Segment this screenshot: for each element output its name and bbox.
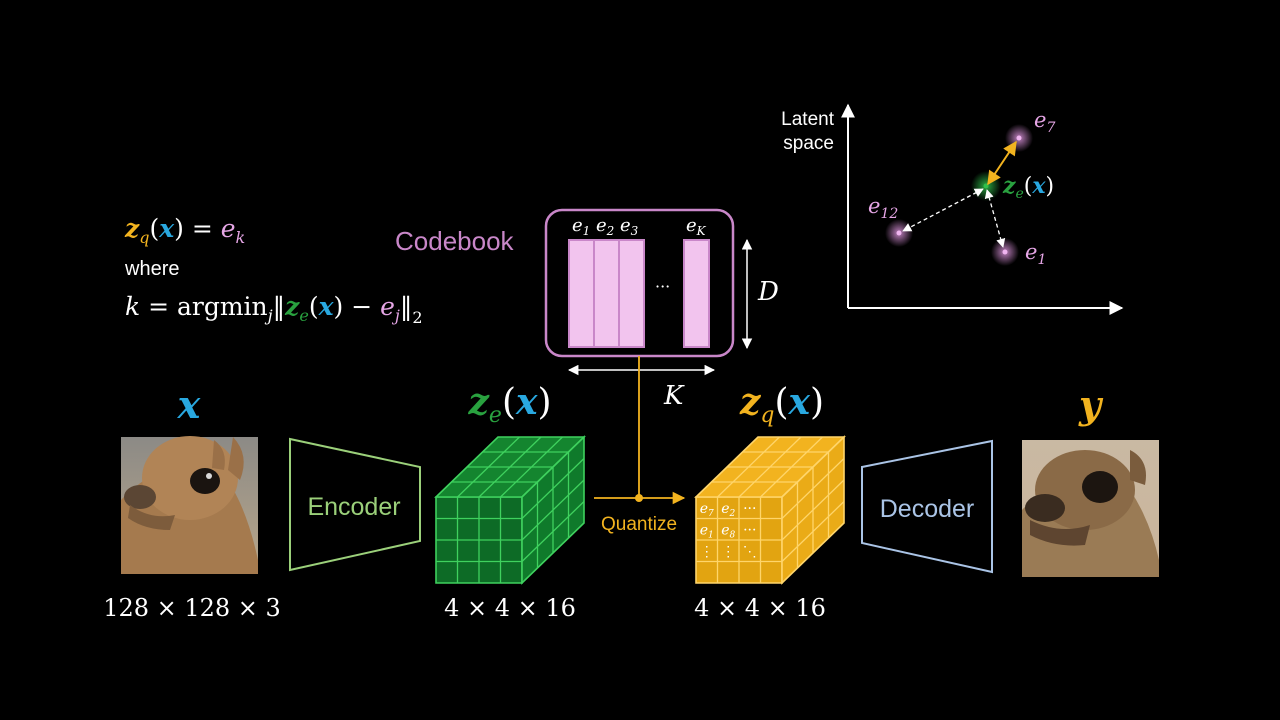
zq-grid-cell-labels: e7 e2 ··· e1 e8 ··· ⋮ ⋮ ⋱ xyxy=(700,501,757,560)
encoder: Encoder xyxy=(289,437,421,572)
codebook-vector-label: e2 xyxy=(596,215,614,238)
zq-cell-label: ··· xyxy=(743,522,756,538)
zq-cube-grid-line xyxy=(781,479,845,541)
ze-label: ze(x) xyxy=(467,381,551,428)
latent-label-e1: e1 xyxy=(1025,240,1046,268)
zq-cell-label: e2 xyxy=(721,501,735,519)
input-image-block: x 128 × 128 × 3 xyxy=(103,382,281,622)
codebook-ellipsis: ··· xyxy=(655,277,670,296)
zq-cell-label: e8 xyxy=(721,522,735,540)
latent-point-e7 xyxy=(1016,135,1022,141)
codebook-vector-e1 xyxy=(568,239,595,348)
latent-distance-arrow-e12 xyxy=(902,188,984,232)
output-image xyxy=(1022,440,1159,577)
decoder: Decoder xyxy=(861,439,993,574)
quantize-label: Quantize xyxy=(601,514,677,535)
input-image xyxy=(121,436,258,574)
quantization-formula: zq(x) = ek where k = argminj‖ze(x) − ej‖… xyxy=(124,214,423,327)
input-label: x xyxy=(177,382,202,427)
latent-label-e7: e7 xyxy=(1034,108,1055,136)
codebook: Codebook e1 e2 e3 eK ··· D K xyxy=(395,208,779,411)
codebook-vector-e3 xyxy=(618,239,645,348)
zq-cube-grid-line xyxy=(760,436,823,498)
latent-label-e12: e12 xyxy=(868,194,898,222)
decoder-trapezoid xyxy=(861,439,993,574)
ze-tensor-cube xyxy=(434,435,586,585)
codebook-vector-label: e3 xyxy=(620,215,639,238)
latent-axis-label-line2: space xyxy=(783,133,834,154)
input-dims: 128 × 128 × 3 xyxy=(103,594,281,622)
ze-cube-grid-line xyxy=(521,479,585,541)
encoder-label: Encoder xyxy=(307,493,400,521)
formula-line-1: zq(x) = ek xyxy=(124,214,245,247)
codebook-vector-label: e1 xyxy=(572,215,590,238)
ze-dims: 4 × 4 × 16 xyxy=(444,594,576,622)
formula-where: where xyxy=(124,258,179,280)
output-image-block: y xyxy=(1022,382,1159,577)
zq-tensor-cube xyxy=(694,435,846,585)
zq-dims: 4 × 4 × 16 xyxy=(694,594,826,622)
latent-point-e12 xyxy=(896,230,902,236)
zq-cell-label: e1 xyxy=(700,522,714,540)
codebook-vector-label: eK xyxy=(686,215,707,238)
zq-tensor-block: zq(x) e7 e2 ··· e1 e8 ··· ⋮ ⋮ ⋱ 4 × 4 × 16 xyxy=(694,381,846,622)
zq-cell-label: ⋮ xyxy=(700,544,714,560)
latent-distance-arrow-e1 xyxy=(984,189,1006,248)
zq-cube-grid-line xyxy=(781,501,845,562)
zq-cell-label: e7 xyxy=(700,501,714,519)
zq-cell-label: ⋮ xyxy=(721,544,735,560)
zq-cell-label: ⋱ xyxy=(743,544,757,560)
codebook-vector-eK xyxy=(683,239,710,348)
latent-label-ze: ze(x) xyxy=(1002,173,1054,202)
quantize-connector: Quantize xyxy=(594,356,686,535)
latent-point-ze xyxy=(983,183,989,189)
latent-axis-label-line1: Latent xyxy=(781,109,835,130)
output-label: y xyxy=(1078,382,1104,427)
zq-label: zq(x) xyxy=(739,381,824,428)
decoder-label: Decoder xyxy=(880,495,975,523)
latent-space-plot: Latent space e7 e12 e1 ze(x) xyxy=(781,103,1124,315)
codebook-label: Codebook xyxy=(395,226,515,256)
zq-cell-label: ··· xyxy=(743,501,756,517)
ze-tensor-block: ze(x) 4 × 4 × 16 xyxy=(434,381,586,622)
encoder-trapezoid xyxy=(289,437,421,572)
latent-nearest-arrow xyxy=(987,140,1017,186)
codebook-height-label: D xyxy=(757,277,779,307)
ze-cube-grid-line xyxy=(500,436,563,498)
codebook-vector-e2 xyxy=(593,239,620,348)
codebook-width-label: K xyxy=(663,381,685,411)
quantize-junction-dot xyxy=(635,494,643,502)
latent-point-e1 xyxy=(1002,249,1008,255)
formula-line-3: k = argminj‖ze(x) − ej‖2 xyxy=(125,292,423,327)
ze-cube-grid-line xyxy=(521,501,585,562)
